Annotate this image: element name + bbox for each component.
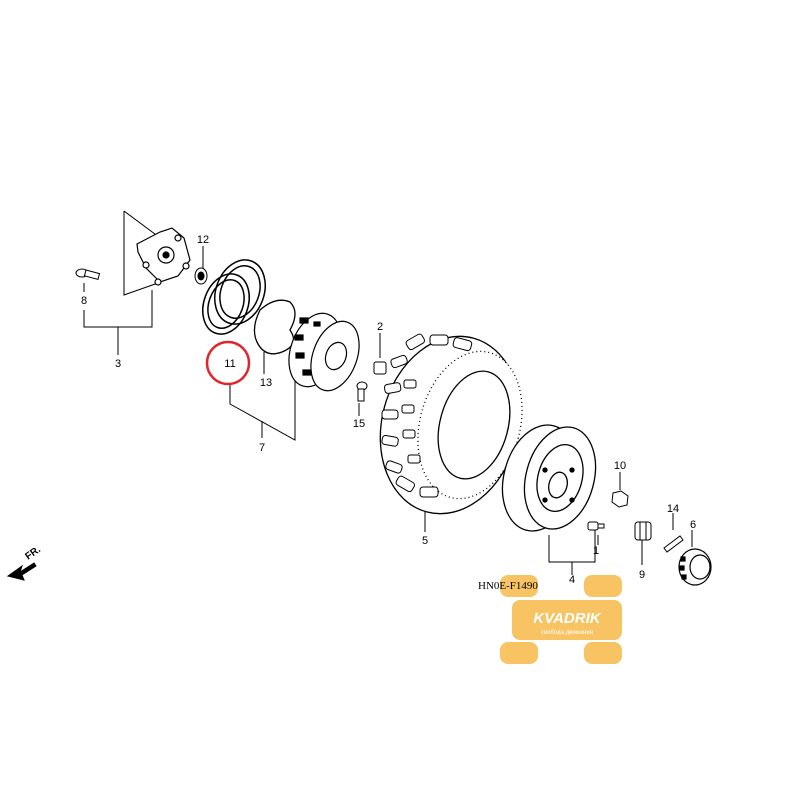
callout-13: 13 — [260, 377, 272, 389]
callout-12: 12 — [197, 234, 209, 246]
callout-3: 3 — [115, 358, 121, 370]
tire-tread — [381, 333, 473, 498]
wheel-rim-4 — [501, 424, 597, 532]
watermark-tagline: свобода движения — [541, 630, 593, 636]
o-ring-13 — [253, 299, 296, 355]
nut-10 — [611, 490, 629, 508]
callout-10: 10 — [614, 460, 626, 472]
callout-7: 7 — [259, 442, 265, 454]
nut-2 — [373, 361, 387, 375]
bolt-15 — [356, 381, 368, 402]
callout-4: 4 — [569, 574, 575, 586]
tire-5 — [379, 333, 523, 515]
tire-icon — [500, 575, 622, 664]
callout-14: 14 — [667, 503, 679, 515]
watermark-brand: KVADRIK — [533, 610, 601, 627]
front-direction-indicator: FR. — [6, 544, 43, 581]
callout-15: 15 — [353, 418, 365, 430]
callout-6: 6 — [690, 519, 696, 531]
castle-nut-9 — [634, 521, 652, 541]
watermark-logo: KVADRIK свобода движения — [500, 575, 622, 664]
valve-1 — [587, 521, 605, 531]
bolt-8 — [75, 268, 101, 281]
arrow-icon — [6, 562, 37, 581]
callout-9: 9 — [639, 569, 645, 581]
callout-8: 8 — [81, 295, 87, 307]
highlight-circle — [205, 340, 251, 386]
callout-1: 1 — [593, 545, 599, 557]
callout-11: 11 — [224, 358, 235, 370]
diagram-code: HN0E-F1490 — [478, 580, 538, 592]
callout-labels: 1 2 3 4 5 6 7 8 9 10 11 12 13 14 15 — [81, 234, 696, 586]
cotter-pin-14 — [663, 535, 684, 553]
callout-2: 2 — [377, 321, 383, 333]
direction-label: FR. — [23, 544, 43, 562]
knuckle-assembly — [136, 227, 191, 286]
cap-6 — [678, 548, 712, 586]
brake-drum-7 — [288, 312, 360, 392]
seal-ring-11 — [202, 259, 266, 335]
bearing-12 — [194, 267, 208, 285]
callout-5: 5 — [422, 535, 428, 547]
